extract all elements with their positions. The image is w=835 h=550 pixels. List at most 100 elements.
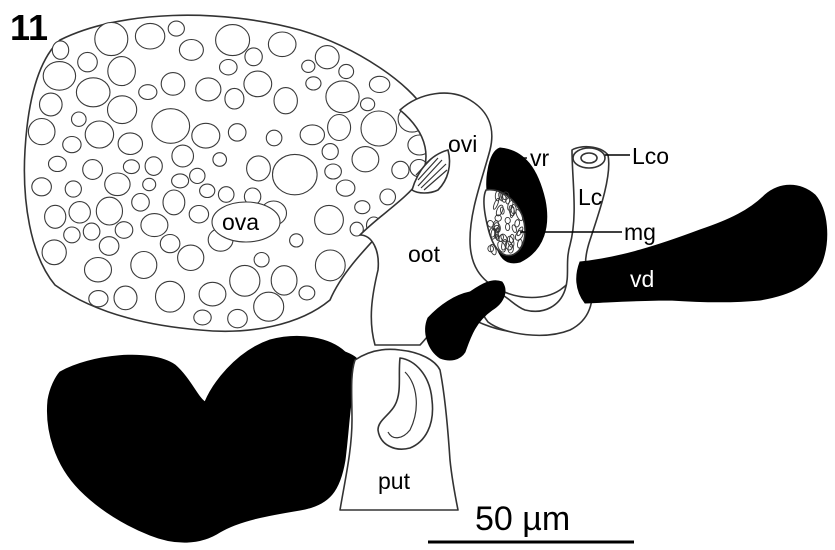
egg-cell: [302, 60, 315, 72]
egg-cell: [230, 265, 260, 296]
egg-cell: [99, 237, 119, 256]
egg-cell: [328, 115, 351, 141]
egg-cell: [225, 88, 244, 109]
panel-number: 11: [10, 7, 48, 48]
egg-cell: [266, 130, 282, 146]
egg-cell: [247, 156, 271, 181]
egg-cell: [355, 201, 370, 214]
egg-cell: [268, 32, 296, 57]
egg-cell: [392, 161, 409, 178]
egg-cell: [78, 52, 98, 71]
egg-cell: [380, 189, 396, 205]
egg-cell: [161, 73, 185, 96]
egg-cell: [326, 81, 359, 113]
egg-cell: [52, 41, 68, 59]
egg-cell: [152, 109, 190, 144]
label-vr: vr: [530, 145, 550, 171]
egg-cell: [196, 78, 221, 101]
egg-cell: [300, 125, 324, 145]
egg-cell: [163, 190, 185, 215]
egg-cell: [315, 250, 345, 281]
egg-cell: [306, 77, 321, 90]
egg-cell: [322, 144, 338, 160]
label-lco: Lco: [632, 143, 669, 169]
lower-left-mass: [47, 336, 360, 542]
egg-cell: [216, 25, 250, 56]
egg-cell: [274, 88, 297, 114]
egg-cell: [315, 46, 339, 69]
egg-cell: [213, 153, 227, 167]
egg-cell: [132, 194, 150, 212]
egg-cell: [192, 123, 220, 148]
egg-cell: [228, 309, 248, 327]
egg-cell: [168, 21, 184, 36]
egg-cell: [83, 160, 103, 180]
label-vd: vd: [630, 266, 654, 292]
egg-cell: [315, 205, 344, 234]
egg-cell: [118, 133, 142, 155]
egg-cell: [108, 57, 136, 86]
egg-cell: [325, 164, 342, 179]
egg-cell: [218, 187, 234, 203]
egg-cell: [143, 178, 156, 190]
egg-cell: [271, 266, 297, 295]
egg-cell: [89, 291, 108, 307]
egg-cell: [123, 160, 139, 174]
egg-cell: [194, 310, 211, 325]
vitelline-duct: [577, 185, 827, 303]
egg-cell: [172, 174, 189, 188]
label-put: put: [378, 468, 411, 494]
egg-cell: [244, 71, 272, 97]
egg-cell: [114, 286, 137, 310]
egg-cell: [64, 227, 80, 243]
egg-cell: [245, 48, 262, 66]
egg-cell: [228, 124, 246, 141]
egg-cell: [105, 173, 130, 196]
label-ovi: ovi: [448, 131, 477, 157]
egg-cell: [254, 292, 284, 321]
egg-cell: [190, 168, 205, 183]
scale-bar-label: 50 µm: [475, 500, 570, 538]
egg-cell: [199, 282, 226, 306]
egg-cell: [178, 245, 204, 270]
egg-cell: [40, 93, 63, 116]
egg-cell: [290, 234, 303, 247]
egg-cell: [131, 252, 157, 279]
egg-cell: [135, 23, 164, 49]
egg-cell: [28, 119, 55, 145]
egg-cell: [299, 286, 315, 300]
egg-cell: [352, 147, 379, 172]
egg-cell: [336, 180, 355, 196]
egg-cell: [361, 111, 397, 146]
egg-cell: [200, 184, 215, 197]
egg-cell: [65, 181, 81, 197]
egg-cell: [63, 137, 81, 153]
egg-cell: [45, 205, 66, 228]
laurers-canal-opening-inner: [581, 153, 597, 163]
egg-cell: [145, 157, 162, 176]
egg-cell: [72, 112, 87, 126]
egg-cell: [85, 121, 113, 148]
egg-cell: [156, 281, 185, 312]
egg-cell: [43, 62, 75, 91]
egg-cell: [96, 197, 122, 225]
egg-cell: [220, 59, 238, 74]
egg-cell: [369, 76, 389, 92]
label-ova: ova: [222, 209, 259, 235]
egg-cell: [95, 22, 128, 55]
egg-cell: [115, 222, 133, 239]
egg-cell: [172, 145, 194, 167]
egg-cell: [108, 96, 137, 124]
egg-cell: [85, 258, 112, 282]
label-mg: mg: [624, 219, 656, 245]
egg-cell: [139, 85, 157, 100]
egg-cell: [141, 214, 168, 237]
egg-cell: [49, 156, 67, 171]
egg-cell: [339, 64, 354, 78]
egg-cell: [179, 40, 203, 61]
egg-cell: [254, 253, 269, 267]
egg-cell: [361, 98, 375, 111]
egg-cell: [160, 235, 180, 253]
label-lc: Lc: [578, 184, 602, 210]
